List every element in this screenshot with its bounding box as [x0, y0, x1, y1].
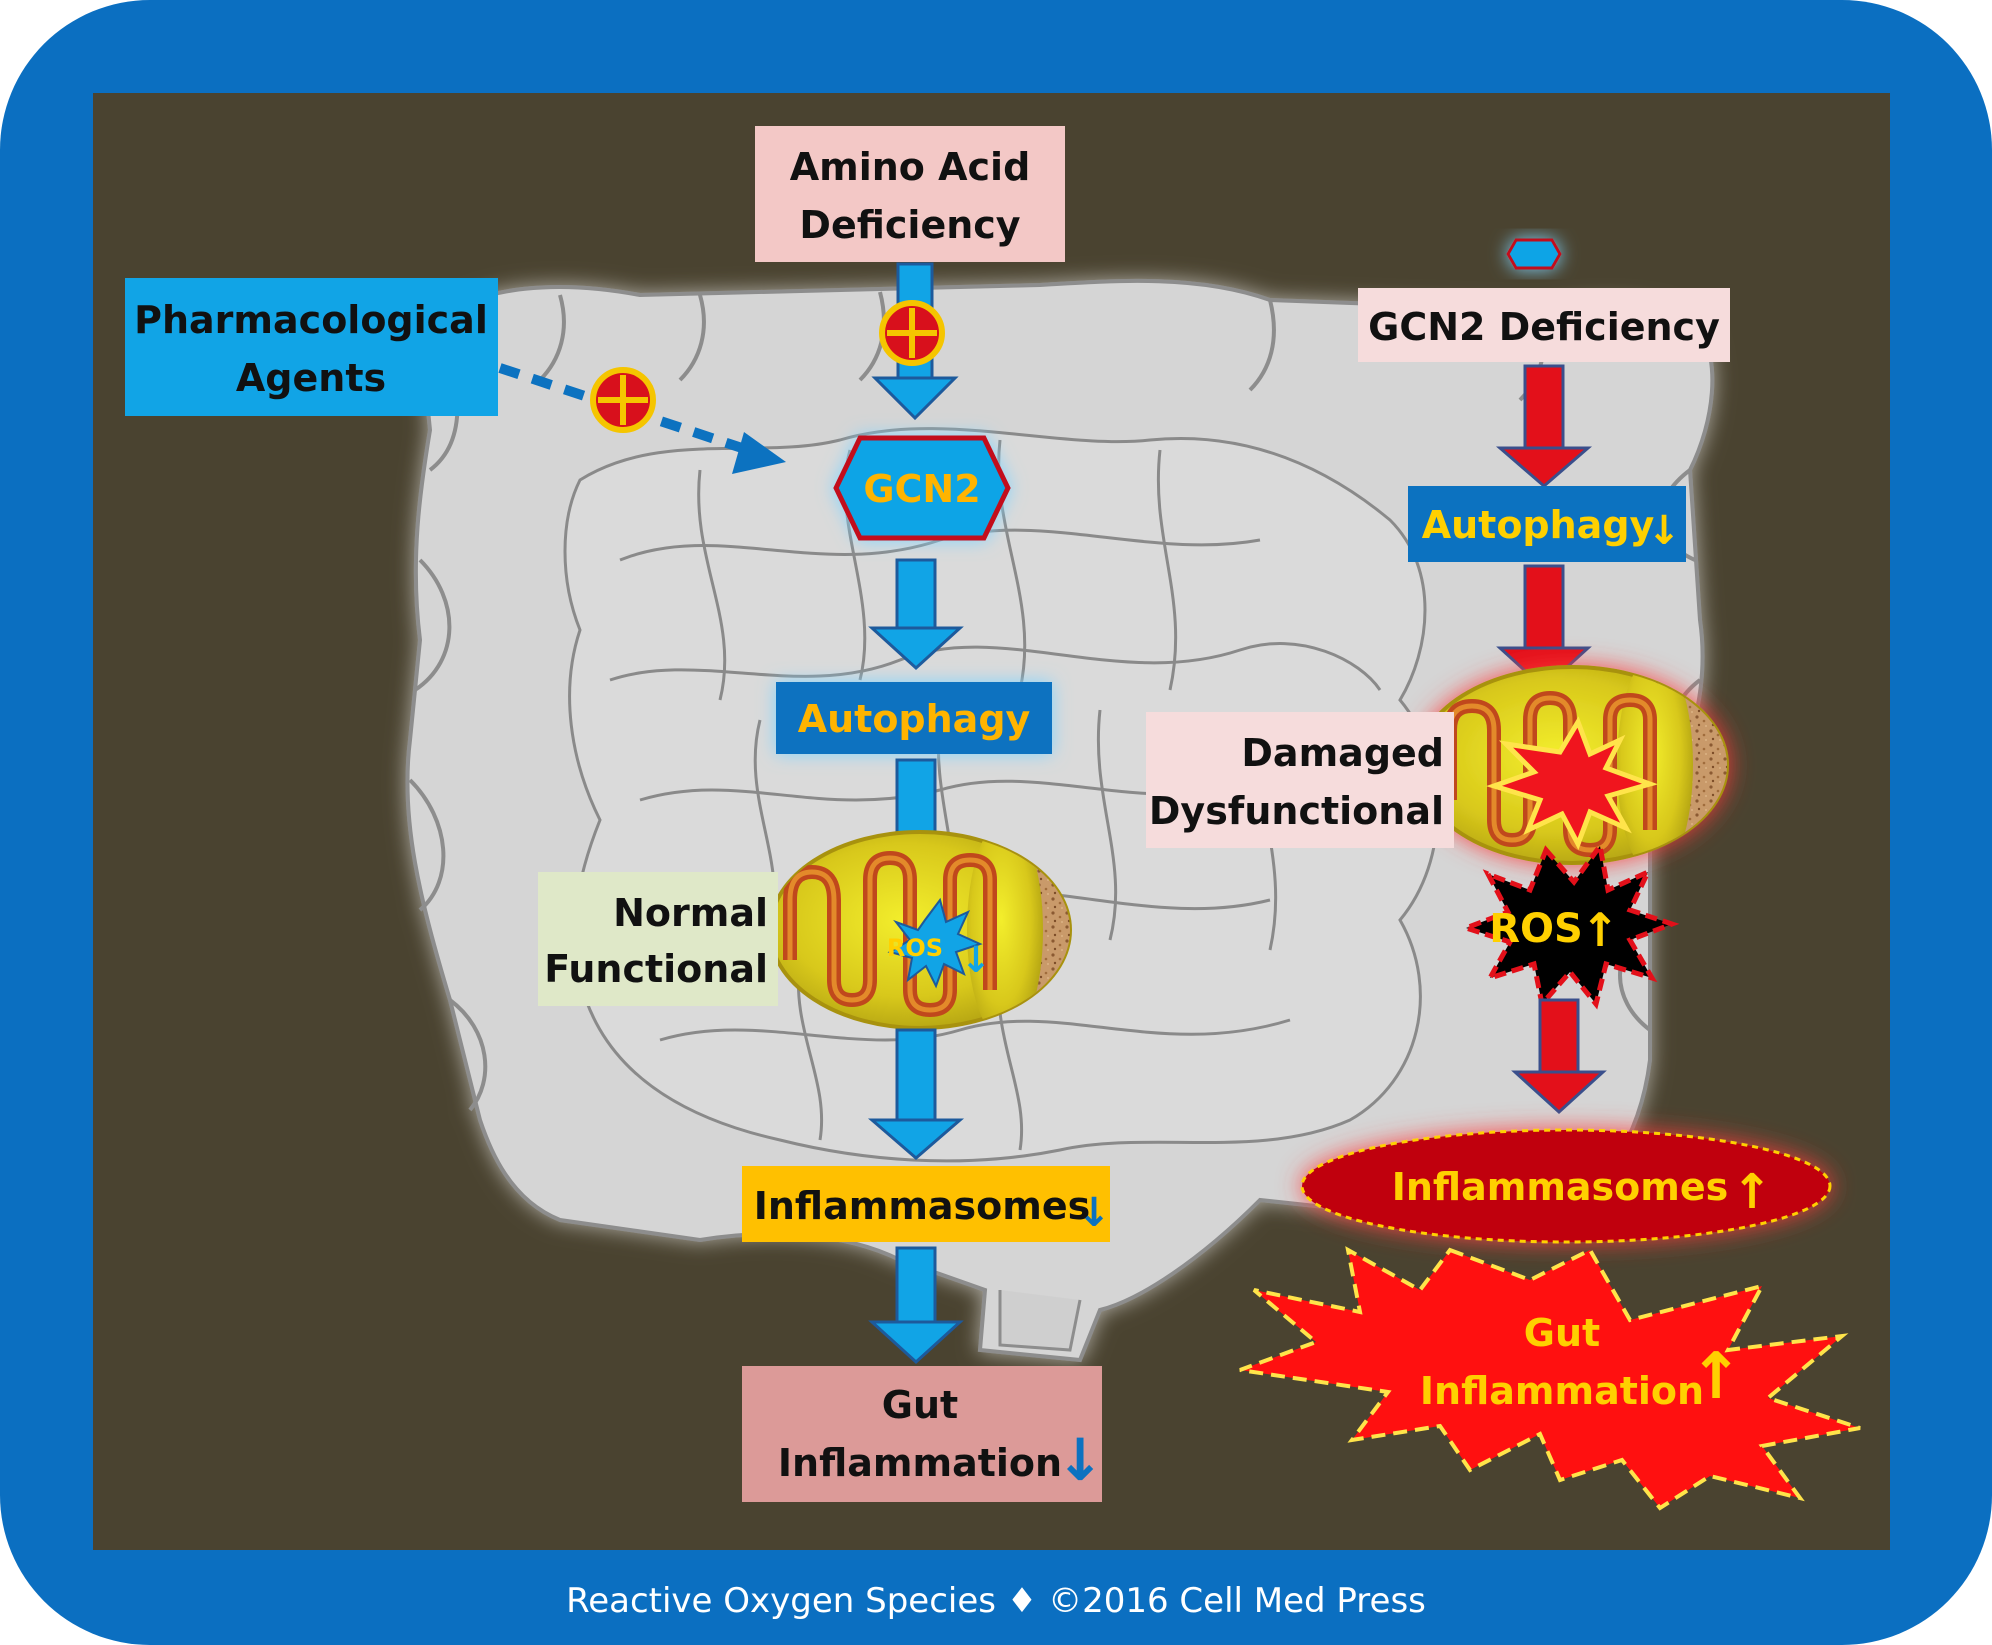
- ros-label-right: ROS: [1489, 906, 1583, 952]
- inflammasomes-ellipse-right: [1300, 1128, 1832, 1244]
- inflammasomes-box-left: [742, 1166, 1110, 1242]
- amino-acid-deficiency-line1: Amino Acid: [790, 145, 1031, 189]
- pharmacological-agents-line2: Agents: [236, 356, 386, 400]
- intestine-illustration: [405, 278, 1715, 1363]
- gut-inflammation-box-left: [742, 1366, 1102, 1502]
- gut-inflammation-up-arrow-right: ↑: [1689, 1340, 1743, 1414]
- gut-inflammation-down-arrow-left: ↓: [1056, 1426, 1105, 1494]
- gut-inflammation-left-line1: Gut: [882, 1383, 958, 1427]
- gcn2-deficiency-label: GCN2 Deficiency: [1368, 305, 1720, 349]
- ros-burst-right: [1458, 839, 1680, 1010]
- red-arrow-gcn2-to-autophagy: [1495, 364, 1593, 488]
- gut-inflammation-right-line1: Gut: [1524, 1311, 1600, 1355]
- pharma-dashed-arrowhead: [732, 432, 786, 474]
- damaged-dysfunctional-line2: Dysfunctional: [1149, 789, 1444, 833]
- autophagy-label-right: Autophagy: [1422, 503, 1655, 547]
- activator-plus-icon-amino: [879, 300, 945, 366]
- pharma-dashed-arrow: [498, 363, 750, 455]
- gcn2-label: GCN2: [863, 467, 980, 511]
- amino-acid-deficiency-box: [755, 126, 1065, 262]
- activator-plus-icon-pharma: [590, 367, 656, 433]
- damaged-dysfunctional-box: [1146, 712, 1454, 848]
- pharmacological-agents-line1: Pharmacological: [134, 298, 488, 342]
- ros-burst-left: [887, 897, 983, 989]
- autophagy-down-arrow-right: ↓: [1647, 508, 1681, 554]
- arrow-inflammasomes-to-gut-left: [868, 1246, 964, 1365]
- damaged-dysfunctional-line1: Damaged: [1241, 731, 1444, 775]
- gut-inflammation-burst-right: [1239, 1246, 1861, 1511]
- damage-burst-icon: [1485, 716, 1659, 851]
- arrow-mitochondrion-to-inflammasomes-left: [867, 1028, 965, 1160]
- inflammasomes-label-right: Inflammasomes: [1392, 1165, 1729, 1209]
- footer-caption: Reactive Oxygen Species ♦ ©2016 Cell Med…: [566, 1581, 1426, 1621]
- gut-inflammation-right-line2: Inflammation: [1420, 1369, 1704, 1413]
- gcn2-hexagon: [833, 435, 1011, 541]
- arrow-gcn2-to-autophagy: [868, 558, 964, 671]
- ros-label-left: ROS: [887, 934, 943, 962]
- amino-acid-deficiency-line2: Deficiency: [799, 203, 1020, 247]
- inflammasomes-up-arrow-right: ↑: [1732, 1164, 1772, 1220]
- ros-up-arrow-right: ↑: [1581, 903, 1620, 957]
- normal-functional-line1: Normal: [613, 891, 768, 935]
- autophagy-box-right: [1408, 486, 1686, 562]
- gcn2-deficiency-box: [1358, 288, 1730, 362]
- pharmacological-agents-box: [125, 278, 498, 416]
- normal-functional-line2: Functional: [544, 947, 768, 991]
- red-arrow-ros-to-inflammasomes: [1511, 998, 1607, 1115]
- autophagy-box-left: [776, 682, 1052, 754]
- ros-down-arrow-left: ↓: [961, 940, 991, 981]
- gcn2-small-hexagon-icon: [1506, 238, 1562, 270]
- gut-inflammation-left-line2: Inflammation: [778, 1441, 1062, 1485]
- autophagy-label-left: Autophagy: [798, 697, 1031, 741]
- inflammasomes-down-arrow-left: ↓: [1077, 1190, 1111, 1236]
- inflammasomes-label-left: Inflammasomes: [754, 1184, 1091, 1228]
- normal-functional-box: [538, 872, 778, 1006]
